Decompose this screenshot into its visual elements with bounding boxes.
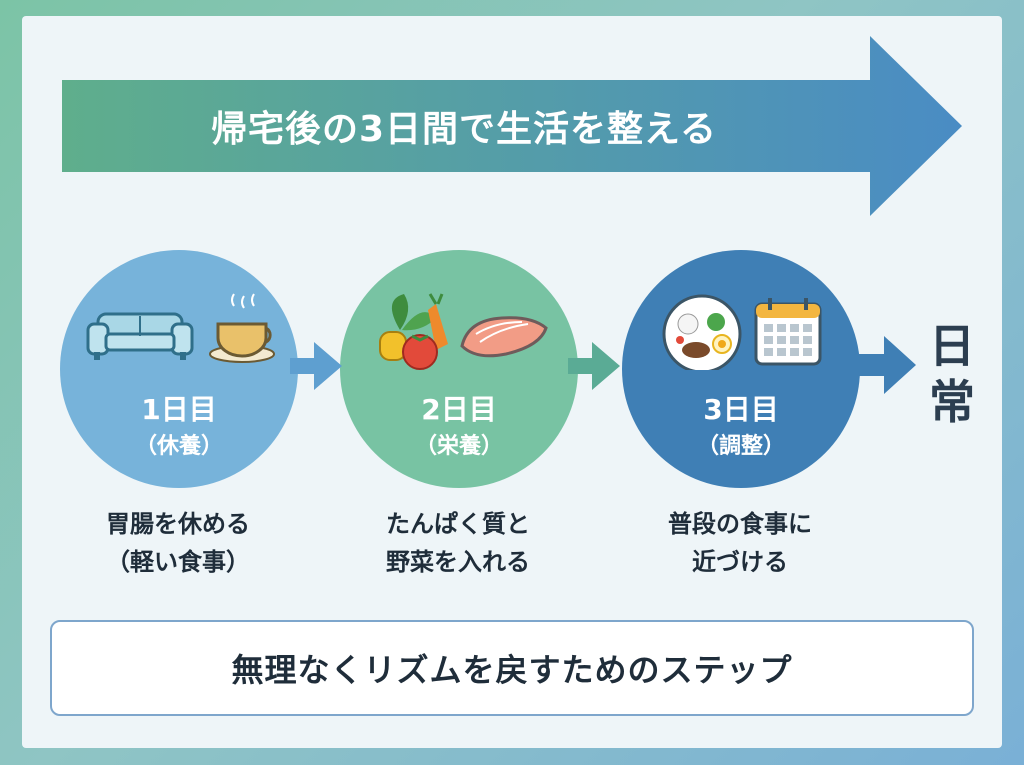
- step-1-desc-line2: （軽い食事）: [106, 548, 250, 576]
- tea-cup-icon: [209, 293, 275, 363]
- connector-arrow-1: [290, 342, 342, 390]
- goal-char-1: 日: [929, 319, 975, 373]
- summary-box: 無理なくリズムを戻すためのステップ: [50, 620, 974, 716]
- step-2-desc-line1: たんぱく質と: [386, 510, 530, 538]
- connector-arrow-3: [856, 336, 916, 394]
- connector-arrow-2: [568, 342, 620, 390]
- step-2-description: たんぱく質と 野菜を入れる: [338, 505, 578, 581]
- sofa-icon: [86, 312, 194, 360]
- step-1-day: 1日目: [141, 393, 217, 426]
- goal-daily-life: 日 常: [926, 318, 978, 430]
- salmon-icon: [460, 316, 548, 358]
- banner-title: 帰宅後の3日間で生活を整える: [211, 109, 717, 150]
- meal-plate-icon: [662, 294, 742, 370]
- step-2-circle: 2日目 （栄養）: [340, 250, 578, 488]
- step-2-subtitle: （栄養）: [414, 434, 503, 459]
- vegetables-icon: [379, 293, 448, 370]
- step-3-desc-line2: 近づける: [692, 548, 788, 576]
- calendar-icon: [754, 298, 822, 366]
- step-1-description: 胃腸を休める （軽い食事）: [58, 505, 298, 581]
- step-3-subtitle: （調整）: [696, 434, 785, 459]
- step-3-description: 普段の食事に 近づける: [620, 505, 860, 581]
- step-2-desc-line2: 野菜を入れる: [386, 548, 530, 576]
- step-3-day: 3日目: [703, 393, 779, 426]
- step-3-circle: 3日目 （調整）: [622, 250, 860, 488]
- step-1-subtitle: （休養）: [134, 434, 223, 459]
- step-3-desc-line1: 普段の食事に: [668, 510, 812, 538]
- goal-char-2: 常: [929, 375, 975, 429]
- step-1-circle: 1日目 （休養）: [60, 250, 298, 488]
- step-1-desc-line1: 胃腸を休める: [106, 510, 250, 538]
- step-2-day: 2日目: [421, 393, 497, 426]
- banner-arrow-shape: [62, 36, 962, 216]
